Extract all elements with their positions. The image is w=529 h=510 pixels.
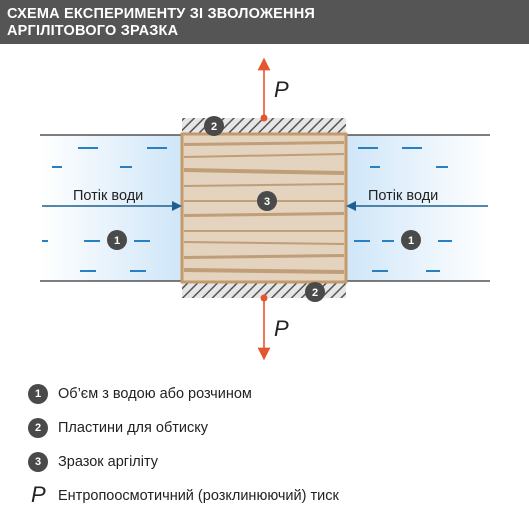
marker-1-right: 1 [401,230,421,250]
water-volume-right [346,135,490,281]
flow-label-right: Потік води [368,188,438,204]
legend-item-volume: 1 Об’єм з водою або розчином [28,382,448,406]
legend-marker-2: 2 [28,418,48,438]
pressure-label-top: P [274,77,289,102]
pressure-arrow-top [257,57,271,122]
flow-arrow-right [346,201,488,211]
legend-item-sample: 3 Зразок аргіліту [28,450,448,474]
legend-text-plates: Пластини для обтиску [58,420,208,436]
pressure-arrow-bottom [257,294,271,361]
legend-item-pressure: P Ентропоосмотичний (розклинюючий) тиск [28,482,448,508]
legend-marker-p: P [31,482,46,507]
title-line-2: АРГІЛІТОВОГО ЗРАЗКА [7,23,179,39]
water-dashes-right [354,147,452,272]
legend-text-pressure: Ентропоосмотичний (розклинюючий) тиск [58,488,339,504]
flow-label-left: Потік води [73,188,143,204]
svg-text:2: 2 [312,287,318,299]
marker-1-left: 1 [107,230,127,250]
svg-text:1: 1 [408,235,414,247]
water-dashes-left [42,147,167,272]
svg-text:1: 1 [114,235,120,247]
flow-arrow-left [42,201,182,211]
legend-text-volume: Об’єм з водою або розчином [58,386,252,402]
marker-2-bottom: 2 [305,282,325,302]
experiment-scheme: P P Потік води Потік води 1 1 2 2 3 [40,57,490,361]
plate-bottom [182,282,346,298]
svg-text:3: 3 [264,196,270,208]
marker-3-sample: 3 [257,191,277,211]
svg-text:2: 2 [211,121,217,133]
pressure-label-bottom: P [274,316,289,341]
header-bar: СХЕМА ЕКСПЕРИМЕНТУ ЗІ ЗВОЛОЖЕННЯ АРГІЛІТ… [0,0,529,44]
legend-marker-1: 1 [28,384,48,404]
title-line-1: СХЕМА ЕКСПЕРИМЕНТУ ЗІ ЗВОЛОЖЕННЯ [7,6,316,22]
marker-2-top: 2 [204,116,224,136]
water-volume-left [40,135,182,281]
legend-item-plates: 2 Пластини для обтиску [28,416,448,440]
legend-text-sample: Зразок аргіліту [58,454,159,470]
legend-marker-3: 3 [28,452,48,472]
